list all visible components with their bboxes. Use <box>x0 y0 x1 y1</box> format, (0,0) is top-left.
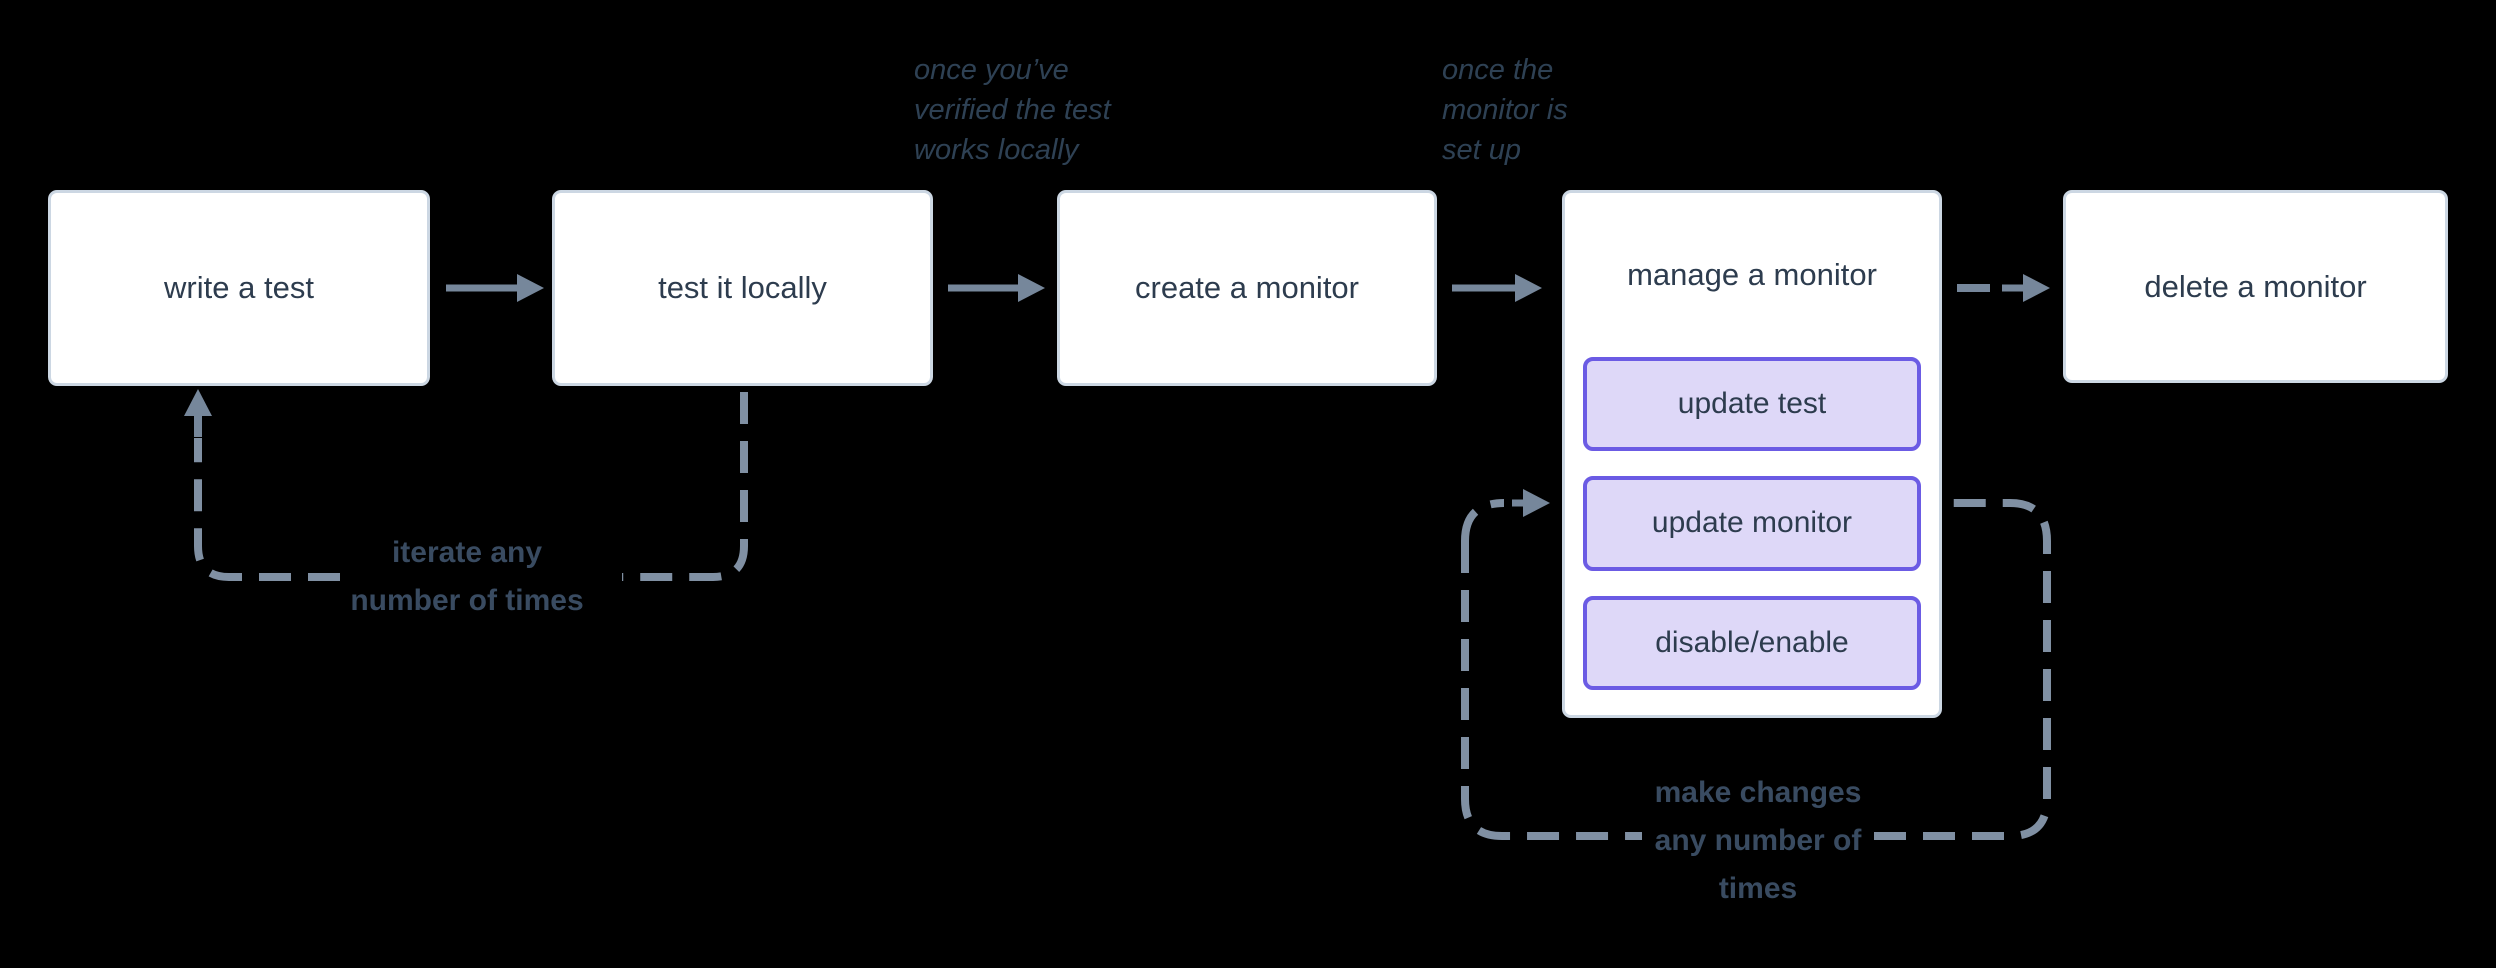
node-delete-a-monitor: delete a monitor <box>2063 190 2448 383</box>
loop-iterate-arrowhead <box>184 389 212 437</box>
arrow-manage-to-delete-dashed <box>1957 274 2050 302</box>
sub-node-update-test: update test <box>1583 356 1921 452</box>
node-create-a-monitor: create a monitor <box>1057 190 1437 386</box>
loop-changes-arrowhead <box>1512 489 1550 517</box>
sub-node-label: update monitor <box>1651 506 1853 540</box>
node-label: delete a monitor <box>2144 268 2367 304</box>
loop-changes-path <box>1461 499 2051 840</box>
sub-node-update-monitor: update monitor <box>1583 476 1921 571</box>
arrow-create-to-manage <box>1452 274 1542 302</box>
sub-node-label: update test <box>1677 387 1827 421</box>
node-label: write a test <box>164 270 314 305</box>
annotation-once-verified: once you’ve verified the test works loca… <box>914 54 1111 166</box>
annotation-once-setup: once the monitor is set up <box>1442 54 1568 166</box>
loop-label-iterate: iterate any number of times <box>350 536 584 617</box>
sub-node-disable-enable: disable/enable <box>1583 595 1921 691</box>
node-write-a-test: write a test <box>48 190 430 386</box>
node-label: test it locally <box>658 270 827 305</box>
loop-iterate-path <box>194 392 748 581</box>
arrow-write-to-test <box>446 274 544 302</box>
node-label: manage a monitor <box>1627 256 1877 292</box>
node-manage-a-monitor: manage a monitor update test update moni… <box>1562 190 1942 718</box>
arrow-test-to-create <box>948 274 1045 302</box>
loop-label-make-changes: make changes any number of times <box>1654 776 1862 905</box>
sub-node-label: disable/enable <box>1655 625 1849 659</box>
node-label: create a monitor <box>1135 270 1359 305</box>
node-test-it-locally: test it locally <box>552 190 933 386</box>
